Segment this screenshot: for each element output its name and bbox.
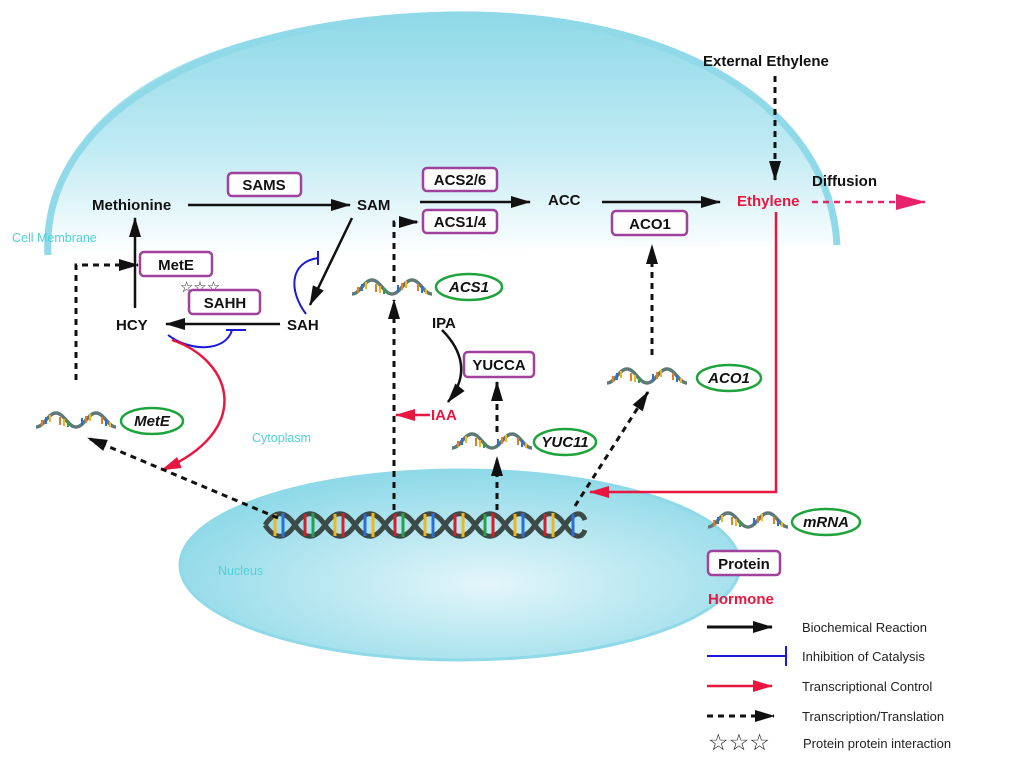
- protein-mete: MetE: [138, 250, 214, 278]
- cell-membrane-outline: [44, 11, 841, 256]
- mrna-mete: MetE: [34, 406, 185, 436]
- inhibition-hcy-on-sahh-step: [167, 329, 233, 349]
- legend-ppi-label: Protein protein interaction: [803, 736, 951, 751]
- arrow-mete-mrna-to-protein: [74, 259, 139, 380]
- mrna-acs1: ACS1: [350, 272, 504, 302]
- legend-transcription-label: Transcription/Translation: [802, 709, 944, 724]
- mrna-yuc11: YUC11: [450, 427, 598, 457]
- inhibition-sah-on-sams-step: [293, 257, 319, 315]
- metabolite-methionine: Methionine: [92, 197, 171, 214]
- legend-inhibition-label: Inhibition of Catalysis: [802, 649, 925, 664]
- protein-yucca: YUCCA: [462, 350, 536, 379]
- svg-text:ACO1: ACO1: [707, 370, 750, 387]
- legend-protein: Protein: [706, 549, 782, 577]
- cell-membrane-label: Cell Membrane: [12, 231, 97, 245]
- protein-sahh: SAHH: [187, 288, 262, 316]
- protein-sams: SAMS: [226, 171, 303, 198]
- arrow-ipa-to-iaa: [441, 329, 465, 403]
- transcriptional-hcy-to-mete-gene: [161, 338, 226, 472]
- arrow-dna-to-mete-mrna: [87, 436, 279, 520]
- svg-text:ACO1: ACO1: [629, 216, 671, 233]
- cytoplasm-label: Cytoplasm: [252, 431, 311, 445]
- svg-text:YUC11: YUC11: [541, 434, 588, 451]
- svg-text:SAMS: SAMS: [242, 177, 285, 194]
- protein-aco1: ACO1: [610, 209, 689, 237]
- external-ethylene-label: External Ethylene: [703, 53, 829, 70]
- legend-transcriptional-label: Transcriptional Control: [802, 679, 932, 694]
- svg-text:mRNA: mRNA: [803, 514, 849, 531]
- nucleus: [178, 468, 742, 662]
- metabolite-acc: ACC: [548, 192, 581, 209]
- arrow-dna-to-aco1-mrna: [573, 391, 650, 507]
- arrow-sam-to-sah: [308, 217, 354, 306]
- svg-text:ACS1/4: ACS1/4: [434, 214, 487, 231]
- hormone-ethylene: Ethylene: [737, 193, 800, 210]
- legend-mrna: mRNA: [706, 507, 862, 537]
- svg-text:MetE: MetE: [134, 413, 171, 430]
- svg-text:Protein: Protein: [718, 556, 770, 573]
- svg-text:ACS2/6: ACS2/6: [434, 172, 487, 189]
- metabolite-sam: SAM: [357, 197, 390, 214]
- legend-hormone: Hormone: [708, 591, 774, 608]
- mrna-aco1: ACO1: [605, 363, 763, 393]
- svg-text:YUCCA: YUCCA: [472, 357, 526, 374]
- legend-biochemical-label: Biochemical Reaction: [802, 620, 927, 635]
- svg-text:SAHH: SAHH: [204, 295, 247, 312]
- legend-ppi-stars: ☆☆☆: [708, 730, 770, 756]
- nucleus-label: Nucleus: [218, 564, 263, 578]
- protein-acs14: ACS1/4: [421, 208, 499, 235]
- svg-text:ACS1: ACS1: [448, 279, 489, 296]
- legend: mRNA Protein Hormone Biochemical Reactio…: [706, 507, 951, 756]
- metabolite-sah: SAH: [287, 317, 319, 334]
- hormone-iaa: IAA: [431, 407, 457, 424]
- protein-acs26: ACS2/6: [421, 166, 499, 193]
- svg-text:MetE: MetE: [158, 257, 194, 274]
- transcriptional-ethylene-to-nucleus: [589, 212, 778, 498]
- dna-helix: [262, 511, 588, 539]
- metabolite-ipa: IPA: [432, 315, 456, 332]
- arrow-acs1-mrna-to-protein: [392, 216, 419, 282]
- metabolite-hcy: HCY: [116, 317, 148, 334]
- diffusion-label: Diffusion: [812, 173, 877, 190]
